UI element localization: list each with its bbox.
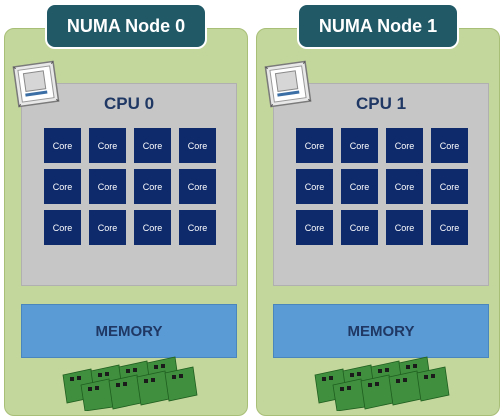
- core: Core: [386, 210, 423, 245]
- core: Core: [341, 169, 378, 204]
- core: Core: [386, 128, 423, 163]
- memory-area: MEMORY: [21, 304, 237, 358]
- core: Core: [44, 210, 81, 245]
- core: Core: [431, 210, 468, 245]
- node-title: NUMA Node 0: [45, 3, 207, 49]
- core: Core: [134, 210, 171, 245]
- core: Core: [296, 210, 333, 245]
- cpu-label: CPU 1: [355, 94, 407, 113]
- core: Core: [296, 128, 333, 163]
- core: Core: [296, 169, 333, 204]
- core: Core: [44, 128, 81, 163]
- core: Core: [89, 210, 126, 245]
- core-grid: Core Core Core Core Core Core Core Core …: [296, 128, 468, 245]
- core: Core: [89, 128, 126, 163]
- core: Core: [179, 169, 216, 204]
- core: Core: [44, 169, 81, 204]
- core: Core: [179, 210, 216, 245]
- core: Core: [134, 128, 171, 163]
- core: Core: [386, 169, 423, 204]
- core-grid: Core Core Core Core Core Core Core Core …: [44, 128, 216, 245]
- cpu-area: CPU 0 Core Core Core Core Core Core Core…: [12, 60, 237, 286]
- memory-module-icon: [314, 356, 450, 411]
- cpu-chip-icon: [264, 60, 312, 108]
- numa-node-0: NUMA Node 0 CPU 0 Core Core Core Core Co…: [4, 3, 248, 416]
- memory-module-icon: [62, 356, 198, 411]
- core: Core: [431, 128, 468, 163]
- core: Core: [134, 169, 171, 204]
- core: Core: [89, 169, 126, 204]
- cpu-area: CPU 1 Core Core Core Core Core Core Core…: [264, 60, 489, 286]
- core: Core: [341, 128, 378, 163]
- core: Core: [341, 210, 378, 245]
- node-title: NUMA Node 1: [297, 3, 459, 49]
- core: Core: [431, 169, 468, 204]
- cpu-label: CPU 0: [103, 94, 155, 113]
- cpu-chip-icon: [12, 60, 60, 108]
- core: Core: [179, 128, 216, 163]
- numa-node-1: NUMA Node 1 CPU 1 Core Core Core Core Co…: [256, 3, 500, 416]
- memory-area: MEMORY: [273, 304, 489, 358]
